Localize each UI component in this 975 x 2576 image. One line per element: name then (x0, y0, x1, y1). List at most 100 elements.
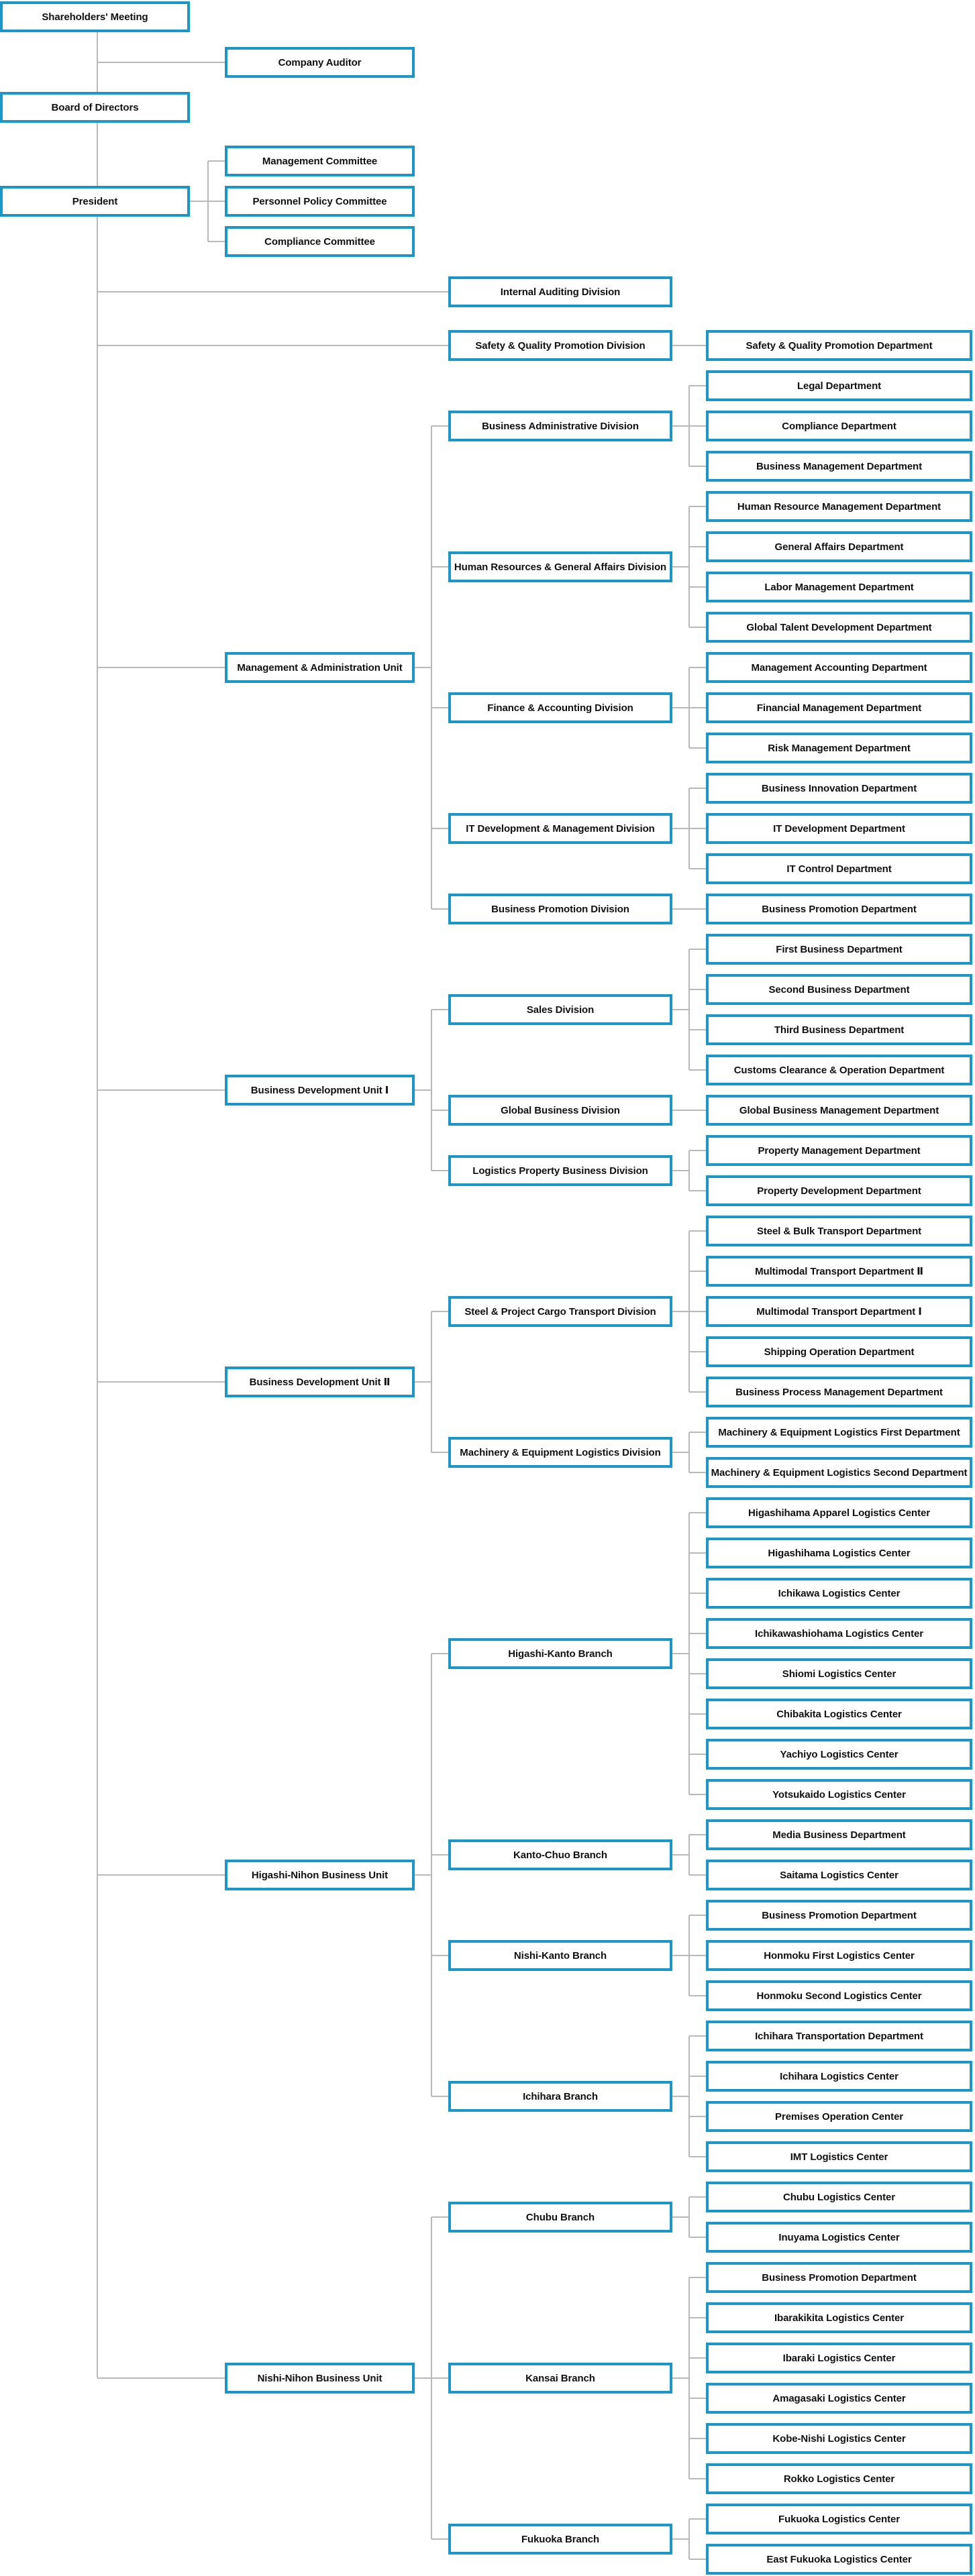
division-link (431, 2096, 448, 2097)
department-box-kobe-nishi-logistics-center: Kobe-Nishi Logistics Center (706, 2423, 972, 2454)
department-bracket (688, 1835, 690, 1875)
department-box-human-resource-management-department: Human Resource Management Department (706, 491, 972, 522)
department-connector (689, 989, 706, 990)
department-box-property-management-department: Property Management Department (706, 1135, 972, 1166)
department-box-inuyama-logistics-center: Inuyama Logistics Center (706, 2222, 972, 2253)
department-connector (689, 1633, 706, 1634)
department-connector (689, 747, 706, 749)
division-link (431, 908, 448, 910)
division-link (431, 2377, 448, 2379)
department-box-premises-operation-center: Premises Operation Center (706, 2101, 972, 2132)
unit-connector (415, 1089, 431, 1091)
safety-department-connector (672, 345, 706, 346)
division-link (431, 1452, 448, 1453)
division-box-nishi-kanto-branch: Nishi-Kanto Branch (448, 1940, 672, 1971)
unit-connector (97, 2377, 225, 2379)
department-box-chubu-logistics-center: Chubu Logistics Center (706, 2182, 972, 2212)
department-box-ichihara-logistics-center: Ichihara Logistics Center (706, 2061, 972, 2092)
division-bracket (431, 1654, 432, 2096)
department-connector (689, 667, 706, 668)
division-bracket (431, 1010, 432, 1171)
department-bracket (688, 1150, 690, 1191)
division-link (431, 1110, 448, 1111)
department-box-financial-management-department: Financial Management Department (706, 692, 972, 723)
department-connector (689, 707, 706, 708)
department-connector (689, 1874, 706, 1876)
department-box-business-management-department: Business Management Department (706, 451, 972, 482)
division-connector (672, 566, 689, 568)
main-spine-line (97, 217, 98, 2378)
department-connector (689, 1271, 706, 1272)
department-connector (689, 868, 706, 869)
department-box-business-process-management-department: Business Process Management Department (706, 1377, 972, 1407)
committee-box-personnel-policy-committee: Personnel Policy Committee (225, 186, 415, 217)
department-box-imt-logistics-center: IMT Logistics Center (706, 2141, 972, 2172)
division-connector (672, 425, 689, 427)
division-link (431, 566, 448, 568)
department-connector (689, 2357, 706, 2359)
department-box-rokko-logistics-center: Rokko Logistics Center (706, 2463, 972, 2494)
department-connector (689, 627, 706, 628)
division-connector (672, 2538, 689, 2540)
internal-auditing-division-box: Internal Auditing Division (448, 276, 672, 307)
division-box-finance-accounting-division: Finance & Accounting Division (448, 692, 672, 723)
division-connector (672, 2096, 689, 2097)
department-connector (689, 1432, 706, 1433)
department-connector (689, 2156, 706, 2157)
division-box-logistics-property-business-division: Logistics Property Business Division (448, 1155, 672, 1186)
department-box-third-business-department: Third Business Department (706, 1014, 972, 1045)
unit-connector (415, 667, 431, 668)
department-box-legal-department: Legal Department (706, 370, 972, 401)
unit-connector (415, 2377, 431, 2379)
department-box-compliance-department: Compliance Department (706, 411, 972, 441)
committee-connector (190, 201, 208, 202)
department-box-machinery-equipment-logistics-second-department: Machinery & Equipment Logistics Second D… (706, 1457, 972, 1488)
department-connector (689, 1512, 706, 1513)
department-connector (689, 425, 706, 427)
department-connector (689, 788, 706, 789)
shareholders-meeting-box: Shareholders' Meeting (0, 1, 190, 32)
unit-connector (97, 1089, 225, 1091)
department-connector (689, 1915, 706, 1916)
department-box-business-innovation-department: Business Innovation Department (706, 773, 972, 804)
department-box-machinery-equipment-logistics-first-department: Machinery & Equipment Logistics First De… (706, 1417, 972, 1448)
department-connector (689, 1311, 706, 1312)
department-box-east-fukuoka-logistics-center: East Fukuoka Logistics Center (706, 2544, 972, 2575)
division-connector (672, 828, 689, 829)
unit-connector (415, 1381, 431, 1383)
president-box: President (0, 186, 190, 217)
division-box-human-resources-general-affairs-division: Human Resources & General Affairs Divisi… (448, 551, 672, 582)
unit-connector (97, 1381, 225, 1383)
safety-quality-department-box: Safety & Quality Promotion Department (706, 330, 972, 361)
division-box-business-administrative-division: Business Administrative Division (448, 411, 672, 441)
committee-connector (208, 201, 225, 202)
department-box-multimodal-transport-department: Multimodal Transport Department Ⅱ (706, 1256, 972, 1287)
department-box-fukuoka-logistics-center: Fukuoka Logistics Center (706, 2504, 972, 2534)
division-link (431, 425, 448, 427)
main-spine-line (97, 123, 98, 186)
unit-connector (97, 667, 225, 668)
division-link (431, 828, 448, 829)
committee-box-compliance-committee: Compliance Committee (225, 226, 415, 257)
division-link (431, 2216, 448, 2218)
division-box-ichihara-branch: Ichihara Branch (448, 2081, 672, 2112)
department-connector (689, 2035, 706, 2037)
unit-box-business-development-unit: Business Development Unit Ⅰ (225, 1075, 415, 1106)
department-box-second-business-department: Second Business Department (706, 974, 972, 1005)
department-box-higashihama-apparel-logistics-center: Higashihama Apparel Logistics Center (706, 1497, 972, 1528)
safety-quality-division-box: Safety & Quality Promotion Division (448, 330, 672, 361)
division-box-kansai-branch: Kansai Branch (448, 2363, 672, 2394)
division-link (431, 1170, 448, 1171)
department-box-business-promotion-department: Business Promotion Department (706, 2262, 972, 2293)
division-connector (672, 1955, 689, 1956)
department-box-amagasaki-logistics-center: Amagasaki Logistics Center (706, 2383, 972, 2414)
division-box-global-business-division: Global Business Division (448, 1095, 672, 1126)
division-box-fukuoka-branch: Fukuoka Branch (448, 2524, 672, 2555)
department-connector (672, 908, 706, 910)
department-box-multimodal-transport-department: Multimodal Transport Department Ⅰ (706, 1296, 972, 1327)
department-box-shipping-operation-department: Shipping Operation Department (706, 1336, 972, 1367)
department-connector (689, 2237, 706, 2238)
department-connector (689, 1150, 706, 1151)
department-box-first-business-department: First Business Department (706, 934, 972, 965)
